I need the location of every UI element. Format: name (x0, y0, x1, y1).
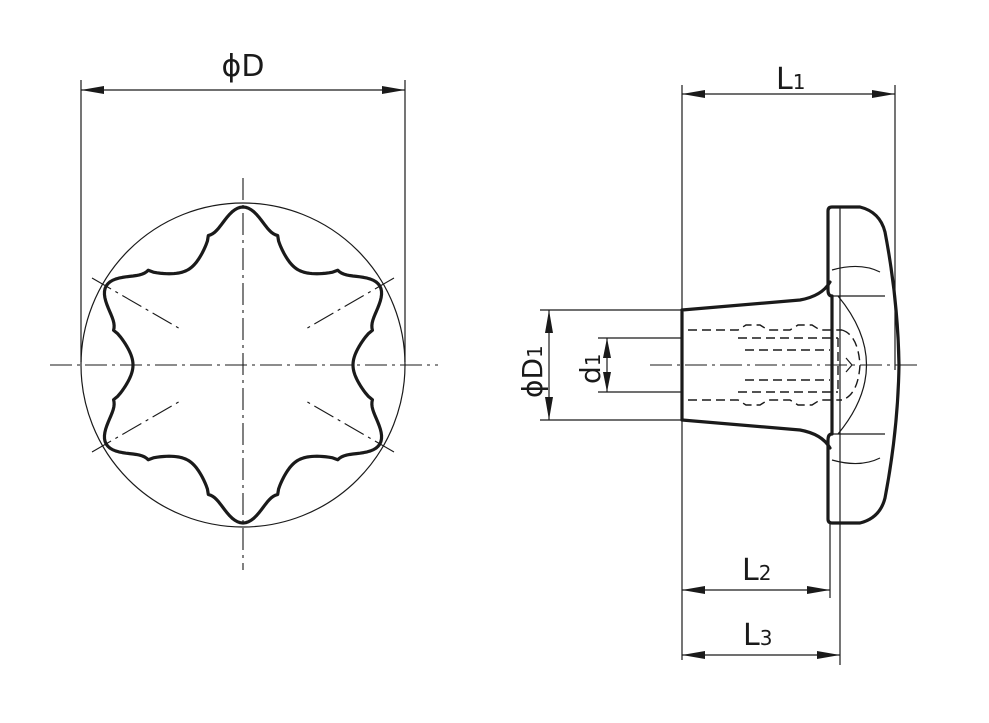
dim-D1-arrow-top (545, 310, 553, 333)
dim-L2-arrow-left (682, 586, 705, 594)
star-knob-outline (102, 205, 384, 525)
knob-head-outline (826, 205, 901, 525)
dim-L3-label: L3 (743, 618, 772, 653)
front-view: ϕD (50, 49, 438, 570)
knob-head-contour-bottom (831, 457, 881, 465)
dim-L1-arrow-left (682, 90, 705, 98)
dim-L3-arrow-left (682, 651, 705, 659)
dim-L2-label: L2 (742, 553, 771, 588)
dim-L1-label: L1 (776, 62, 805, 97)
knob-head-contour-top (831, 265, 881, 273)
dim-D-label: ϕD (222, 49, 265, 84)
dim-D1-arrow-bottom (545, 397, 553, 420)
dim-D1-label: ϕD1 (516, 345, 549, 398)
dim-d1-arrow-bottom (603, 372, 611, 392)
dim-d1-label: d1 (574, 353, 607, 384)
dim-D-arrow-left (81, 86, 104, 94)
dim-L2-arrow-right (807, 586, 830, 594)
dim-L1-arrow-right (872, 90, 895, 98)
dim-d1-arrow-top (603, 338, 611, 358)
dim-L3-arrow-right (817, 651, 840, 659)
side-view: L1 ϕD1 d1 L2 L3 (516, 62, 920, 665)
threaded-insert-hidden-lines (688, 324, 861, 406)
dim-D-arrow-right (382, 86, 405, 94)
